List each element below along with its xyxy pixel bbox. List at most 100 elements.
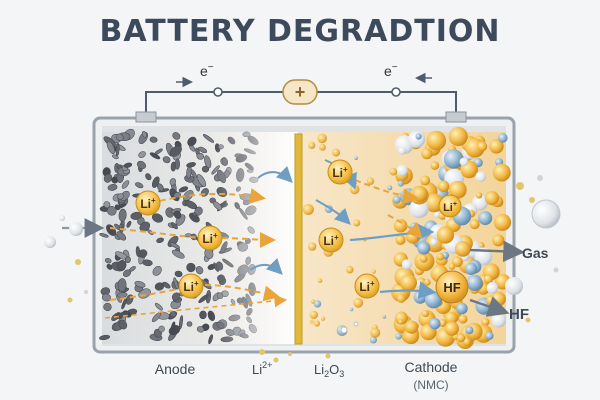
svg-text:Li+: Li+ (443, 201, 457, 214)
cathode-ion-paths (315, 159, 525, 317)
electrolyte-particle (398, 319, 404, 325)
nmc-particle (444, 311, 458, 325)
electrolyte-particle (369, 336, 377, 344)
nmc-particle (465, 326, 474, 335)
nmc-particle (436, 226, 455, 244)
electron-label-left: e− (200, 62, 214, 79)
nmc-particle (398, 147, 406, 155)
nmc-particle (463, 337, 471, 346)
anode-label: Anode (155, 361, 196, 377)
svg-text:Li+: Li+ (140, 196, 156, 211)
svg-text:Li+: Li+ (359, 279, 375, 294)
terminal-negative (135, 111, 157, 123)
nmc-particle (477, 141, 488, 152)
nmc-particle (454, 241, 471, 257)
electron-label-right: e− (384, 62, 398, 79)
nmc-particle (486, 282, 499, 294)
electrolyte-particle (382, 315, 387, 319)
electrolyte-particle (395, 333, 402, 340)
li-ion-label: Li2+ (252, 360, 272, 377)
nmc-particle (405, 229, 421, 244)
nmc-particle (429, 318, 441, 330)
nmc-particle (484, 191, 500, 206)
electrolyte-particle (354, 156, 358, 160)
svg-text:Li+: Li+ (332, 165, 348, 180)
nmc-particle (485, 331, 494, 340)
outside-particles-right (505, 175, 561, 323)
nmc-particle (396, 164, 408, 177)
electrolyte-particle (346, 265, 354, 274)
hf-outflow-arrow (469, 296, 510, 317)
nmc-particle (452, 256, 463, 268)
nmc-particle (491, 312, 506, 328)
nmc-particle (423, 279, 431, 286)
nmc-particle (469, 219, 480, 230)
electrolyte-particle (302, 204, 314, 215)
electrolyte-particle (317, 133, 328, 144)
electrolyte-particle (313, 320, 320, 327)
terminal-positive (445, 111, 467, 123)
nmc-particle (417, 241, 431, 255)
electrolyte-particle (319, 143, 326, 151)
nmc-particle (481, 318, 490, 326)
nmc-particle (476, 192, 483, 199)
hf-bubble: HF (435, 270, 469, 304)
anode-ion-1: Li+ (135, 190, 161, 216)
nmc-particle (401, 259, 412, 270)
nmc-particle (478, 211, 493, 226)
nmc-particle (400, 274, 417, 292)
svg-text:Li+: Li+ (202, 231, 218, 246)
wire-node-left (213, 87, 223, 97)
electrolyte-particle (317, 278, 323, 283)
nmc-particle (407, 130, 426, 148)
anode-ion-2: Li+ (197, 225, 223, 251)
electrolyte-particle (387, 185, 393, 191)
nmc-particle (393, 218, 408, 233)
nmc-particle (443, 149, 464, 169)
gas-outflow-arrow (469, 240, 525, 263)
wire-node-right (391, 87, 401, 97)
electrolyte-particle (353, 219, 361, 227)
bottom-debris (259, 319, 359, 363)
nmc-particle (493, 213, 512, 231)
nmc-particle (458, 314, 468, 324)
nmc-particle (419, 254, 428, 263)
svg-text:HF: HF (443, 280, 460, 295)
cathode-ion-2: Li+ (318, 227, 344, 253)
nmc-particle (448, 180, 467, 199)
electrolyte-particle (313, 300, 322, 308)
electrolyte-particle (308, 242, 317, 251)
nmc-particle (483, 274, 493, 284)
nmc-particle (475, 171, 486, 182)
nmc-particle (438, 319, 447, 328)
diagram-title: BATTERY DEGRADTION (99, 14, 501, 49)
nmc-particle (464, 262, 478, 275)
nmc-particle (430, 161, 440, 170)
nmc-particle (396, 294, 406, 303)
separator (294, 133, 303, 345)
nmc-particle (489, 139, 504, 154)
li2o3-label: Li2O3 (314, 362, 344, 379)
electrolyte-particle (389, 167, 398, 176)
cathode-label: Cathode (405, 359, 458, 375)
electrolyte-particle (321, 316, 326, 321)
nmc-particle (410, 222, 419, 231)
nmc-particle (426, 130, 447, 151)
nmc-particle (456, 333, 466, 343)
electrolyte-particle (349, 307, 354, 312)
gas-label: Gas (522, 245, 549, 261)
electrolyte-particle (349, 184, 360, 195)
svg-text:Li+: Li+ (323, 233, 339, 248)
nmc-particle (498, 133, 508, 143)
cathode-ion-1: Li+ (327, 159, 353, 185)
cathode-type-label: (NMC) (413, 378, 448, 392)
nmc-particle (430, 238, 438, 246)
electrolyte-particle (353, 297, 364, 308)
nmc-particle (459, 157, 469, 167)
nmc-particle (448, 126, 468, 147)
nmc-particle (412, 186, 428, 202)
electrolyte-particle (309, 310, 318, 319)
nmc-particle (448, 263, 456, 270)
electrolyte-particle (371, 269, 376, 274)
